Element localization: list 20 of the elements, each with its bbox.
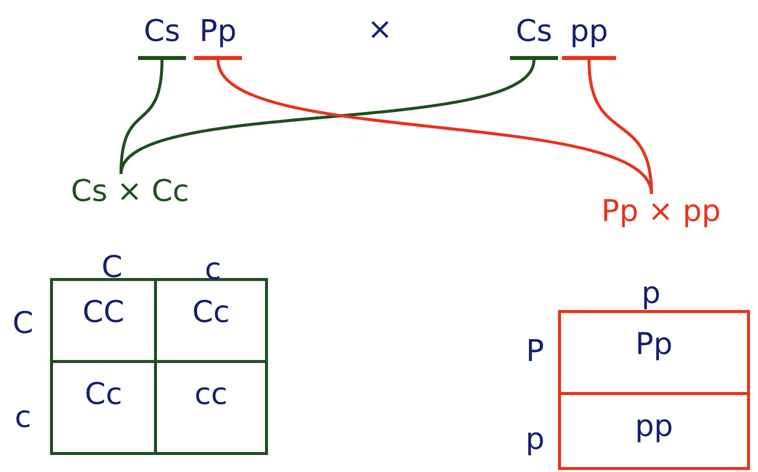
allele-label: p	[524, 422, 546, 458]
gene-label: Pp	[194, 14, 242, 60]
gene-label: Cs	[138, 14, 186, 60]
cross-label: Pp × pp	[566, 194, 756, 238]
gene-label: Cs	[510, 14, 558, 60]
connector-line	[120, 59, 536, 175]
allele-label: P	[524, 334, 546, 370]
punnett-cell: pp	[558, 392, 750, 470]
allele-label: p	[640, 276, 662, 310]
punnett-cell: CC	[50, 278, 157, 363]
punnett-cell: Pp	[558, 310, 750, 395]
punnett-cell: Cc	[154, 278, 268, 363]
cross-sign: ×	[366, 12, 394, 48]
punnett-cell: Cc	[50, 360, 157, 455]
gene-label: pp	[562, 14, 616, 60]
allele-label: C	[12, 306, 34, 342]
punnett-cell: cc	[154, 360, 268, 455]
connector-line	[588, 60, 653, 194]
cross-label: Cs × Cc	[40, 174, 220, 218]
allele-label: c	[14, 400, 32, 436]
